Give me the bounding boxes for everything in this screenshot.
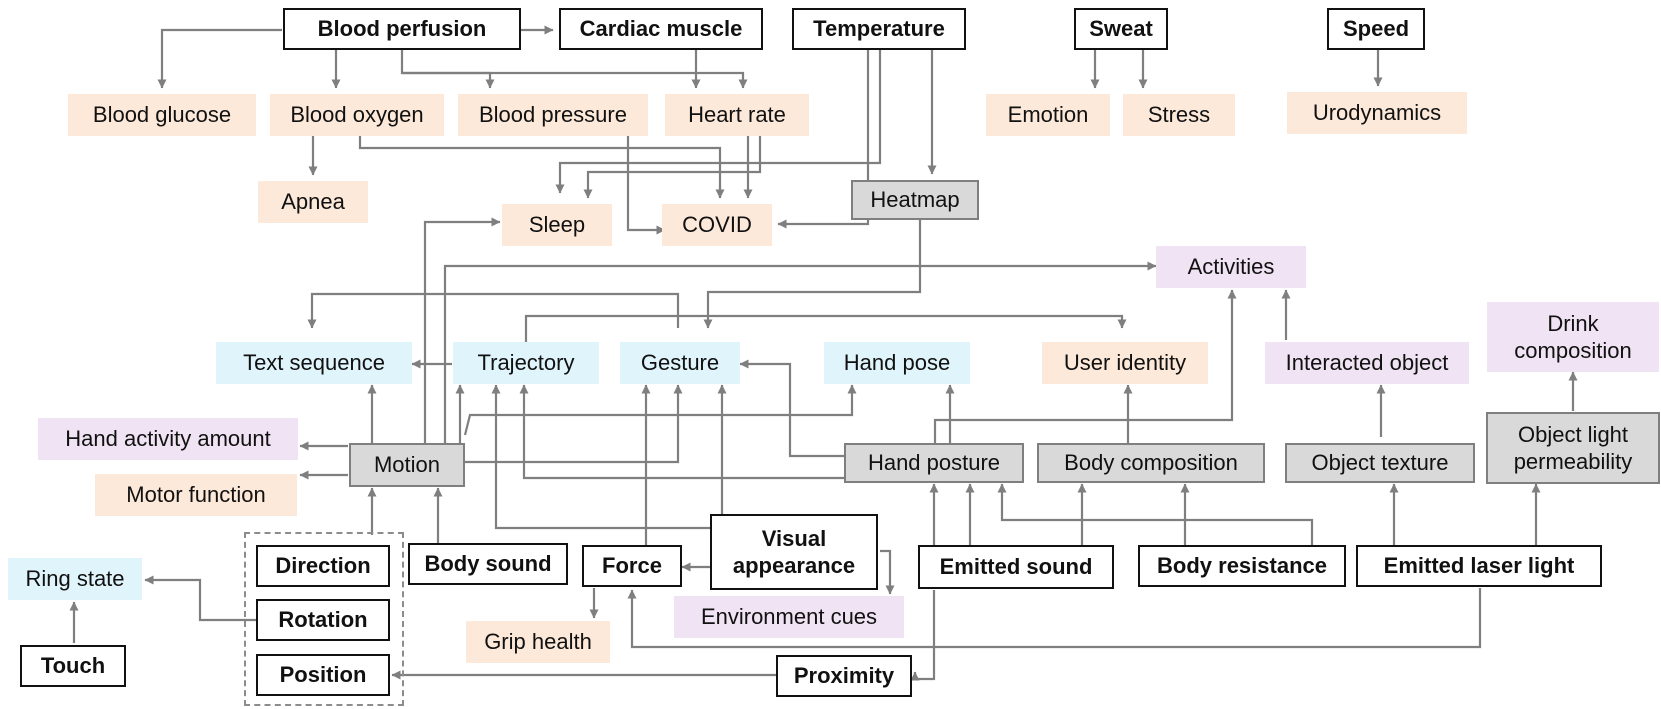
edge-handposture-gesture [739,359,846,458]
edge-pressure-covid [626,135,666,235]
node-sweat: Sweat [1074,8,1168,50]
edge-temperature-covid [777,49,870,229]
node-hand-activity-amount: Hand activity amount [38,418,298,460]
node-position: Position [256,654,390,696]
node-emitted-laser-light: Emitted laser light [1356,545,1602,587]
edge-sound-proximity [910,590,936,681]
edge-motion-activities [443,261,1157,444]
node-grip-health: Grip health [466,621,610,663]
node-temperature: Temperature [792,8,966,50]
edge-perfusion-heartrate [402,71,748,89]
node-gesture: Gesture [620,342,740,384]
node-blood-oxygen: Blood oxygen [270,94,444,136]
node-body-composition: Body composition [1037,443,1265,483]
node-visual-appearance: Visual appearance [710,514,878,590]
node-emitted-sound: Emitted sound [918,545,1114,589]
edge-motion-sleep [423,217,501,444]
edge-motion-handpose [463,384,857,436]
node-touch: Touch [20,645,126,687]
imu-sensor-group [244,532,404,706]
edge-rotation-ringstate [144,575,256,622]
edge-resistance-handposture [997,483,1314,547]
node-activities: Activities [1156,246,1306,288]
node-direction: Direction [256,545,390,587]
edge-oxygen-covid [358,135,725,199]
node-text-sequence: Text sequence [216,342,412,384]
edge-gesture-textseq [307,292,680,329]
edge-visual-environment [880,549,895,595]
node-apnea: Apnea [258,181,368,223]
node-ring-state: Ring state [8,558,142,600]
edge-perfusion-glucose [157,28,282,89]
edge-gesture-useridentity [524,314,1127,343]
node-blood-glucose: Blood glucose [68,94,256,136]
node-stress: Stress [1123,94,1235,136]
node-body-sound: Body sound [408,543,568,585]
node-rotation: Rotation [256,599,390,641]
node-drink-composition: Drink composition [1487,302,1659,372]
node-proximity: Proximity [776,655,912,697]
node-blood-perfusion: Blood perfusion [283,8,521,50]
node-force: Force [582,545,682,587]
node-object-light-permeability: Object light permeability [1486,412,1660,484]
edge-perfusion-pressure [400,49,495,89]
node-heatmap: Heatmap [851,180,979,220]
node-user-identity: User identity [1042,342,1208,384]
node-environment-cues: Environment cues [674,596,904,638]
node-interacted-object: Interacted object [1265,342,1469,384]
edge-heatmap-gesture [703,220,922,329]
node-covid: COVID [662,204,772,246]
node-motion: Motion [349,443,465,487]
edge-motion-gesture [465,384,683,464]
node-blood-pressure: Blood pressure [458,94,648,136]
node-motor-function: Motor function [95,474,297,516]
node-object-texture: Object texture [1285,443,1475,483]
node-body-resistance: Body resistance [1138,545,1346,587]
edge-visual-trajectory [491,384,712,530]
edge-laser-force [627,588,1482,649]
node-heart-rate: Heart rate [665,94,809,136]
node-emotion: Emotion [986,94,1110,136]
node-hand-pose: Hand pose [824,342,970,384]
node-cardiac-muscle: Cardiac muscle [559,8,763,50]
edge-handposture-activities [933,289,1237,444]
node-trajectory: Trajectory [453,342,599,384]
edge-heartrate-sleep [583,135,762,199]
edge-handposture-trajectory [519,384,846,480]
node-urodynamics: Urodynamics [1287,92,1467,134]
node-speed: Speed [1327,8,1425,50]
node-hand-posture: Hand posture [844,443,1024,483]
node-sleep: Sleep [502,204,612,246]
